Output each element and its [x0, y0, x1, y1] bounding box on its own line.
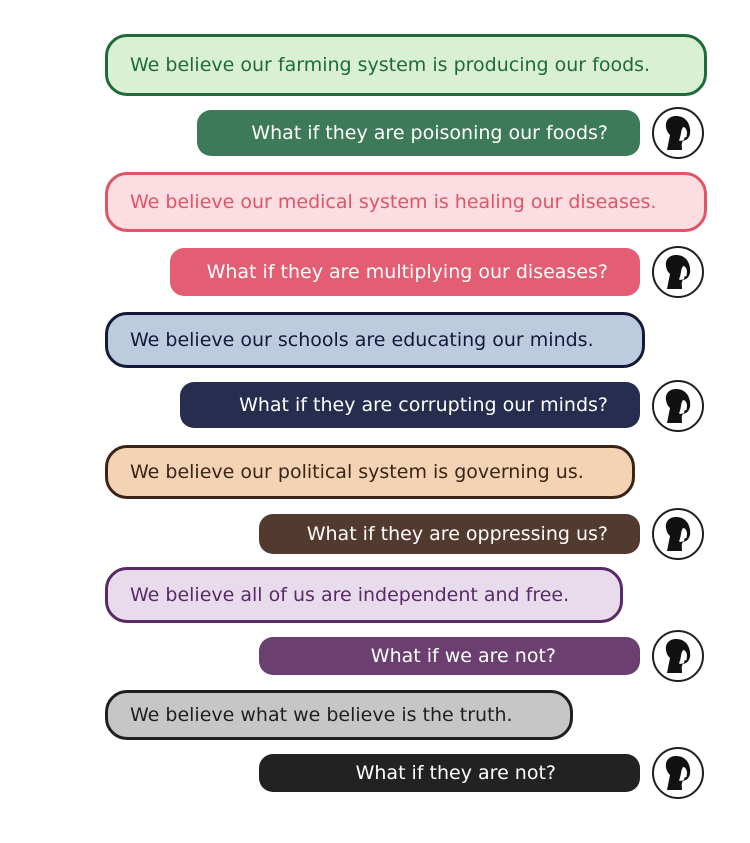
question-bubble: What if we are not?: [259, 637, 640, 675]
person-silhouette-icon: [652, 508, 704, 560]
belief-text: We believe our farming system is produci…: [130, 54, 651, 76]
belief-text: We believe what we believe is the truth.: [130, 704, 513, 726]
question-text: What if they are multiplying our disease…: [206, 261, 608, 283]
belief-bubble: We believe our medical system is healing…: [105, 172, 707, 232]
belief-text: We believe our schools are educating our…: [130, 329, 594, 351]
belief-bubble: We believe all of us are independent and…: [105, 567, 623, 623]
belief-bubble: We believe our political system is gover…: [105, 445, 635, 499]
question-bubble: What if they are not?: [259, 754, 640, 792]
person-silhouette-icon: [652, 246, 704, 298]
question-bubble: What if they are corrupting our minds?: [180, 382, 640, 428]
belief-bubble: We believe our farming system is produci…: [105, 34, 707, 96]
belief-text: We believe our medical system is healing…: [130, 191, 657, 213]
question-text: What if they are corrupting our minds?: [239, 394, 608, 416]
question-text: What if they are poisoning our foods?: [251, 122, 608, 144]
belief-bubble: We believe our schools are educating our…: [105, 312, 645, 368]
question-bubble: What if they are multiplying our disease…: [170, 248, 640, 296]
question-text: What if they are oppressing us?: [306, 523, 608, 545]
person-silhouette-icon: [652, 747, 704, 799]
question-text: What if they are not?: [355, 762, 556, 784]
belief-bubble: We believe what we believe is the truth.: [105, 690, 573, 740]
belief-text: We believe all of us are independent and…: [130, 584, 570, 606]
belief-text: We believe our political system is gover…: [130, 461, 584, 483]
person-silhouette-icon: [652, 107, 704, 159]
person-silhouette-icon: [652, 630, 704, 682]
question-bubble: What if they are poisoning our foods?: [197, 110, 640, 156]
question-bubble: What if they are oppressing us?: [259, 514, 640, 554]
question-text: What if we are not?: [370, 645, 556, 667]
person-silhouette-icon: [652, 380, 704, 432]
